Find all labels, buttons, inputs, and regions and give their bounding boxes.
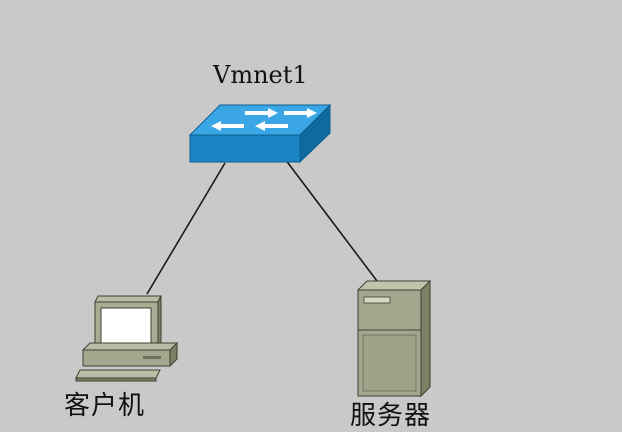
- network-switch-icon: [188, 103, 332, 164]
- desktop-computer-icon: [75, 295, 179, 382]
- switch-label: Vmnet1: [213, 61, 308, 89]
- link-switch-server: [284, 158, 378, 282]
- client-label: 客户机: [64, 391, 146, 421]
- link-switch-client: [146, 162, 226, 295]
- tower-server-icon: [356, 279, 432, 398]
- server-label: 服务器: [350, 401, 432, 431]
